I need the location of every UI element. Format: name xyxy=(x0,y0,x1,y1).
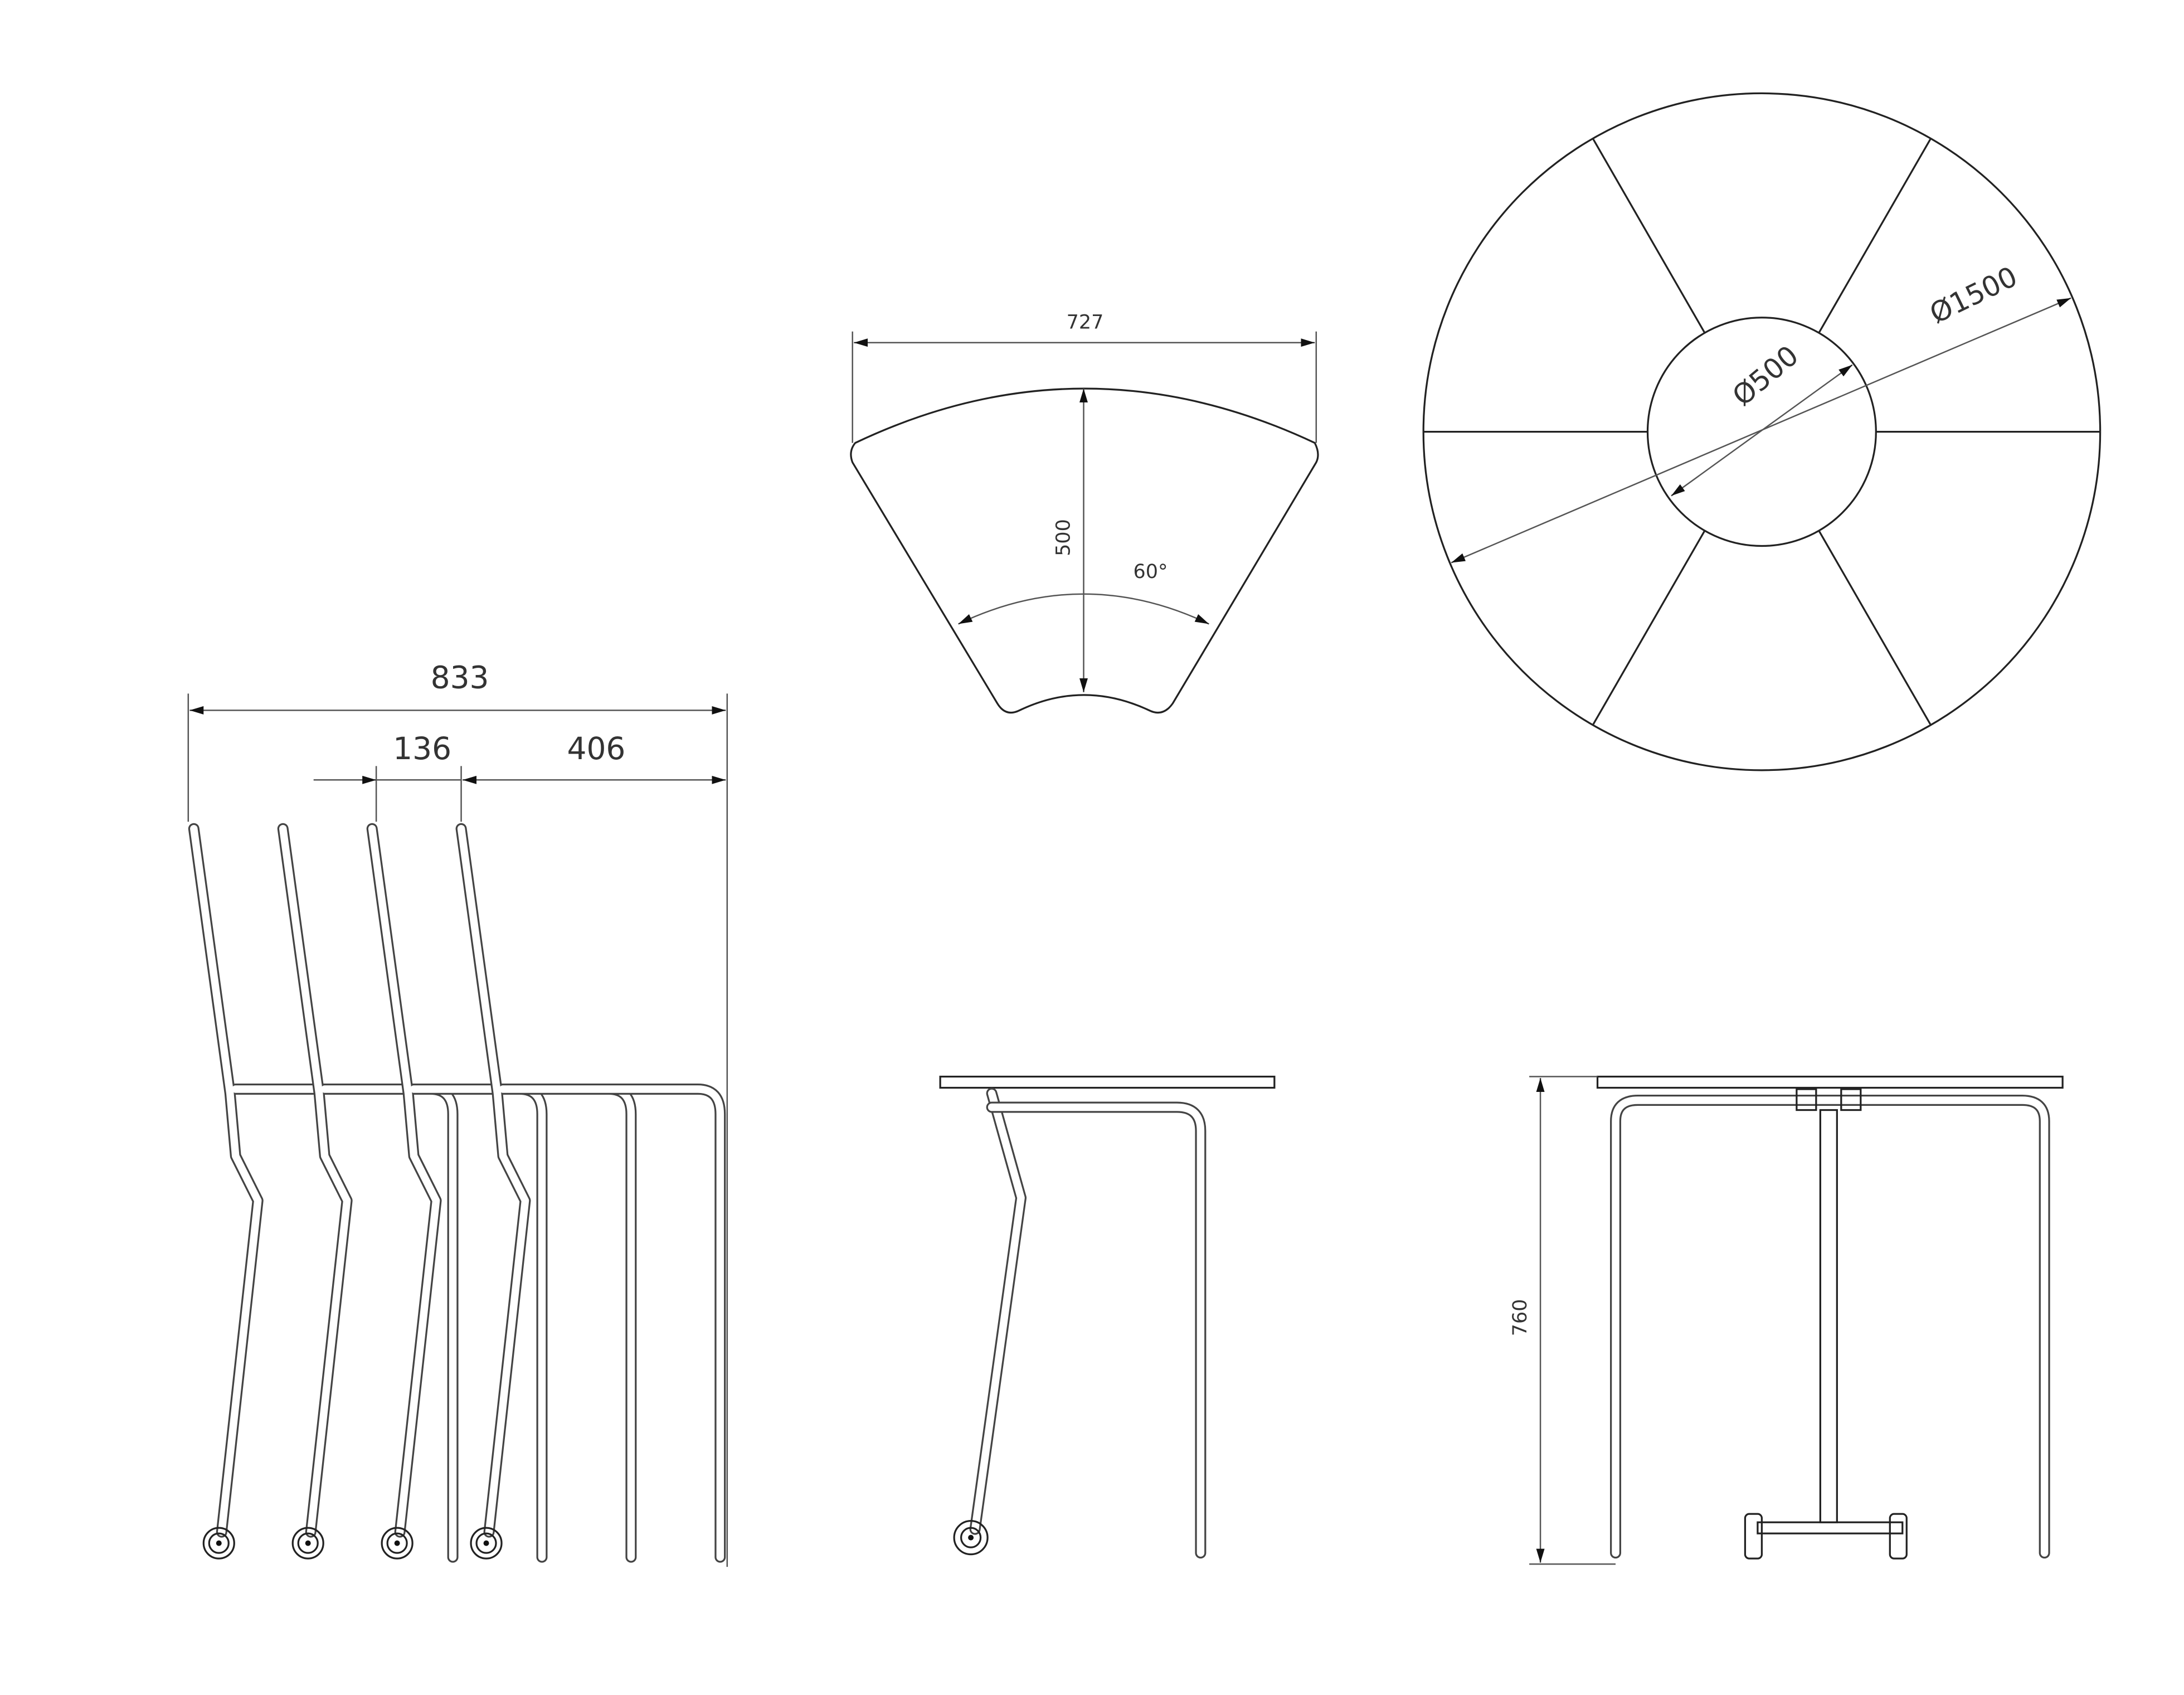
single-chair-side-view xyxy=(939,1075,1276,1559)
dim-segment-width: 727 xyxy=(1067,312,1104,334)
dim-overall-width: 833 xyxy=(431,659,489,695)
dim-seat-depth: 406 xyxy=(567,731,625,766)
chair-4 xyxy=(461,829,721,1557)
dim-segment-depth: 500 xyxy=(1053,519,1075,556)
caster-icons xyxy=(202,1527,503,1560)
chair-dimensions: 833 136 406 xyxy=(187,659,728,1567)
caster-icon xyxy=(953,1520,989,1556)
dim-outer-diameter: Ø1500 xyxy=(1925,260,2022,330)
dim-inner-diameter: Ø500 xyxy=(1726,339,1804,412)
dim-stack-offset: 136 xyxy=(393,731,451,766)
table-front-view: 760 xyxy=(1509,1075,2064,1565)
dim-table-height: 760 xyxy=(1509,1299,1531,1336)
stacked-chairs-view: 833 136 406 xyxy=(187,659,728,1567)
segment-table-top-view: 727 500 60° xyxy=(850,312,1319,714)
round-table-top-view: Ø500 Ø1500 xyxy=(1422,92,2102,771)
dim-segment-angle: 60° xyxy=(1133,561,1168,583)
